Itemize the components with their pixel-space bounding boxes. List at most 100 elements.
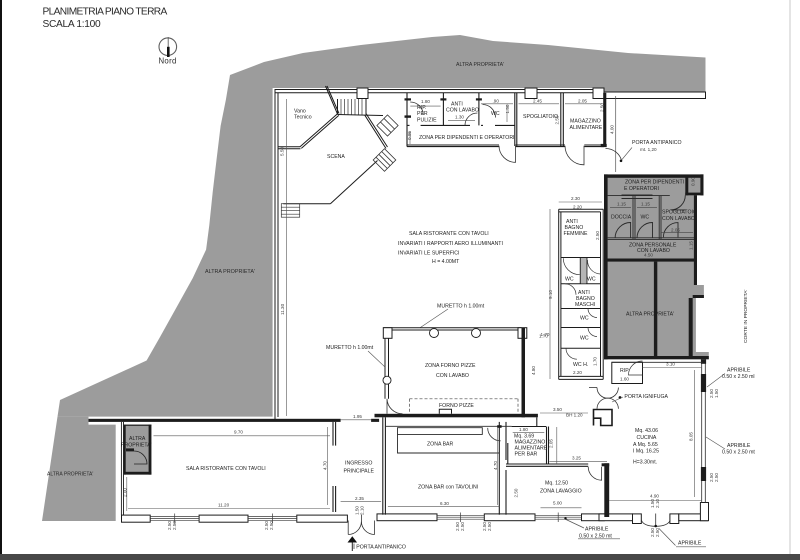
svg-text:1.70: 1.70 [539,334,548,339]
svg-text:WC H.: WC H. [573,362,588,368]
svg-text:ALTRA: ALTRA [129,436,146,442]
svg-text:6.30: 6.30 [440,501,449,506]
svg-text:WC: WC [491,111,500,117]
svg-text:0.95: 0.95 [407,131,412,140]
svg-text:0.50 x 2.50 mt: 0.50 x 2.50 mt [722,450,755,456]
svg-text:4.00: 4.00 [610,125,615,134]
svg-text:CON LAVABO: CON LAVABO [637,248,670,254]
svg-text:4.70: 4.70 [493,461,498,470]
svg-text:ALTRA PROPRIETA': ALTRA PROPRIETA' [626,312,674,318]
svg-text:1.50: 1.50 [505,104,510,113]
svg-text:.90: .90 [493,98,500,103]
svg-text:ALIMENTARE: ALIMENTARE [515,446,548,452]
svg-text:PER: PER [417,111,428,117]
svg-text:2.50: 2.50 [455,522,460,531]
svg-text:2.50: 2.50 [460,522,465,531]
svg-text:ANTI: ANTI [566,219,578,225]
svg-text:2.30: 2.30 [571,196,580,201]
svg-text:MASCHI: MASCHI [575,302,595,308]
svg-text:2.50: 2.50 [482,522,487,531]
svg-text:2.50: 2.50 [650,528,655,537]
svg-text:5.00: 5.00 [553,501,562,506]
svg-text:0.90: 0.90 [691,177,696,186]
svg-text:ALTRA PROPRIETA': ALTRA PROPRIETA' [456,62,504,68]
svg-text:ZONA BAR con TAVOLINI: ZONA BAR con TAVOLINI [418,485,478,491]
svg-text:PROPRIETA': PROPRIETA' [121,443,152,449]
svg-text:ZONA BAR: ZONA BAR [427,442,453,448]
svg-text:2.50: 2.50 [487,522,492,531]
svg-text:2.45: 2.45 [533,98,542,103]
svg-text:MAGAZZINO: MAGAZZINO [570,119,601,125]
svg-text:1.50: 1.50 [714,389,719,398]
svg-text:PLANIMETRIA PIANO TERRA: PLANIMETRIA PIANO TERRA [43,7,168,18]
svg-text:RIP.: RIP. [620,368,629,374]
svg-text:SCALA 1:100: SCALA 1:100 [43,19,102,30]
svg-text:INVARIATI I RAPPORTI AERO ILLU: INVARIATI I RAPPORTI AERO ILLUMINANTI [398,241,503,247]
svg-text:PULIZIE: PULIZIE [417,118,437,124]
svg-text:2.20: 2.20 [573,370,582,375]
svg-text:2.50: 2.50 [264,521,269,530]
svg-text:2.50: 2.50 [269,521,274,530]
svg-text:WC: WC [641,214,650,220]
svg-text:ZONA LAVAGGIO: ZONA LAVAGGIO [540,488,582,494]
svg-text:CON LAVABO: CON LAVABO [436,373,469,379]
svg-text:2.50: 2.50 [555,115,560,124]
svg-text:0.50 x 2.50 mt: 0.50 x 2.50 mt [579,533,612,539]
svg-text:CON LAVABO: CON LAVABO [446,108,479,114]
svg-text:MAGAZZINO: MAGAZZINO [515,440,546,446]
svg-text:1.15: 1.15 [617,201,626,206]
svg-text:WC: WC [565,277,574,283]
svg-text:ZONA PERSONALE: ZONA PERSONALE [629,242,677,248]
svg-text:APRIBILE: APRIBILE [727,443,751,449]
svg-text:APRIBILE: APRIBILE [678,541,702,547]
svg-text:4.70: 4.70 [323,461,328,470]
svg-text:1.70: 1.70 [541,332,550,337]
svg-text:2.50: 2.50 [595,231,600,240]
svg-text:CUCINA: CUCINA [637,435,657,441]
svg-text:Mq. 3.69: Mq. 3.69 [514,434,534,440]
svg-text:1.70: 1.70 [593,357,598,366]
svg-text:CORTE IN PROPRIETA': CORTE IN PROPRIETA' [743,289,749,343]
svg-text:BAGNO: BAGNO [576,296,595,302]
svg-text:H=3.30mt.: H=3.30mt. [633,459,657,465]
svg-text:WC: WC [587,277,596,283]
svg-text:PORTA IGNIFUGA: PORTA IGNIFUGA [624,394,668,400]
svg-text:1.30: 1.30 [455,114,464,119]
svg-text:2.50: 2.50 [172,521,177,530]
svg-text:PER BAR: PER BAR [515,452,538,458]
svg-text:3.10: 3.10 [666,362,675,367]
svg-text:ANTI: ANTI [578,290,590,296]
svg-text:CON LAVABO: CON LAVABO [662,216,695,222]
svg-text:mt. 1,20: mt. 1,20 [640,147,657,152]
svg-text:A Mq. 5.65: A Mq. 5.65 [633,442,658,448]
svg-text:APRIBILE: APRIBILE [585,527,609,533]
svg-text:ALTRA PROPRIETA': ALTRA PROPRIETA' [47,472,93,478]
svg-text:2.05: 2.05 [671,228,680,233]
svg-text:5.50: 5.50 [280,147,285,156]
svg-text:2.50: 2.50 [655,528,660,537]
svg-text:PORTA ANTIPANICO: PORTA ANTIPANICO [632,140,682,146]
svg-text:2.50: 2.50 [709,473,714,482]
svg-text:0.50 x 2.50 ml: 0.50 x 2.50 ml [722,374,755,380]
svg-text:ZONA PER DIPENDENTI E OPERATOR: ZONA PER DIPENDENTI E OPERATORI [419,135,515,141]
svg-text:SALA RISTORANTE CON TAVOLI: SALA RISTORANTE CON TAVOLI [409,231,489,237]
svg-text:FORNO PIZZE: FORNO PIZZE [439,403,474,409]
svg-text:2.50: 2.50 [714,473,719,482]
svg-text:2.00: 2.00 [122,488,127,497]
svg-text:2.05: 2.05 [549,439,554,448]
svg-text:1.60: 1.60 [620,376,629,381]
svg-text:1.50: 1.50 [355,506,360,515]
svg-text:1.15: 1.15 [689,241,694,250]
svg-text:3.50: 3.50 [553,407,562,412]
svg-text:INGRESSO: INGRESSO [345,460,372,466]
svg-text:3.25: 3.25 [572,456,581,461]
svg-text:MURETTO h 1.00mt: MURETTO h 1.00mt [326,345,374,351]
svg-text:I Mq. 16.25: I Mq. 16.25 [633,449,659,455]
svg-text:4.80: 4.80 [531,366,536,375]
svg-text:ANTI: ANTI [451,102,463,108]
svg-text:SPOGLIATOIO: SPOGLIATOIO [662,210,697,216]
svg-text:ALIMENTARE: ALIMENTARE [570,125,603,131]
svg-text:PORTA ANTIPANICO: PORTA ANTIPANICO [356,545,406,551]
svg-text:SPOGLIATOIO: SPOGLIATOIO [523,114,558,120]
svg-text:INVARIATI LE SUPERFICI: INVARIATI LE SUPERFICI [398,250,460,256]
